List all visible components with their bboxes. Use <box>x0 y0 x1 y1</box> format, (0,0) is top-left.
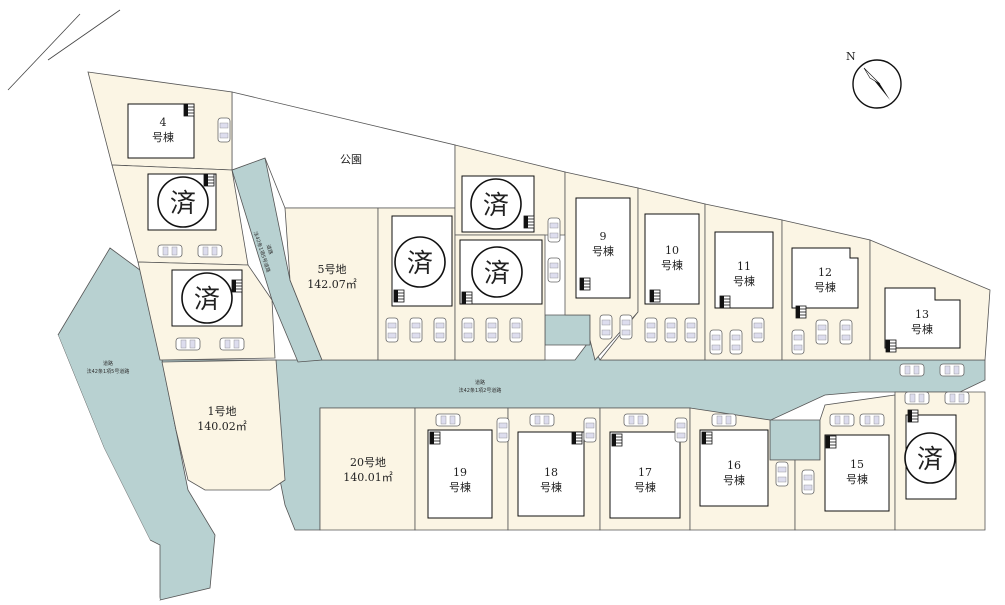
field-west <box>0 335 160 605</box>
lot-5[interactable] <box>284 207 379 361</box>
sold-marks: 済 済 済 済 済 済 <box>157 176 956 484</box>
lot-19-suffix: 号棟 <box>449 480 471 494</box>
lot-10-number: 10 <box>665 244 679 257</box>
road-main-sublabel: 法42条1項2号道路 <box>459 387 502 394</box>
svg-text:済: 済 <box>917 445 943 475</box>
road-lower-stub <box>769 419 821 461</box>
lot-18-number: 18 <box>544 466 558 479</box>
house-18 <box>517 431 585 517</box>
lot-17-suffix: 号棟 <box>634 480 656 494</box>
lot-12-suffix: 号棟 <box>814 280 836 294</box>
house-4 <box>127 103 195 159</box>
lot-4-suffix: 号棟 <box>152 130 174 144</box>
lot-18-suffix: 号棟 <box>540 480 562 494</box>
sold-lot-3: 済 <box>181 272 233 324</box>
lot-19-number: 19 <box>453 466 467 479</box>
lot-5-number: 5号地 <box>318 263 347 276</box>
house-13 <box>884 287 961 349</box>
svg-text:済: 済 <box>483 191 509 221</box>
lot-9-suffix: 号棟 <box>592 244 614 258</box>
lot-labels: 4 号棟 5号地 142.07㎡ 9 号棟 10 号棟 11 号棟 12 号棟 … <box>152 116 933 494</box>
lot-1-area: 140.02㎡ <box>197 420 247 433</box>
sold-lot-7: 済 <box>470 178 522 230</box>
road-west-label: 道路 <box>103 360 113 367</box>
lot-15-suffix: 号棟 <box>846 472 868 486</box>
lot-13-suffix: 号棟 <box>911 322 933 336</box>
road-main-label: 道路 <box>475 379 485 386</box>
house-12 <box>791 247 859 309</box>
lot-12-number: 12 <box>818 266 832 279</box>
sold-lot-2: 済 <box>157 176 209 228</box>
sold-lot-6: 済 <box>394 236 446 288</box>
road-west-sublabel: 法42条1項5号道路 <box>87 368 130 375</box>
lot-16-number: 16 <box>727 459 741 472</box>
svg-text:済: 済 <box>194 285 220 315</box>
lot-11-number: 11 <box>737 260 751 273</box>
house-footprints <box>127 103 961 519</box>
lot-20-number: 20号地 <box>350 456 386 469</box>
road-diagonal-label: 道路 <box>265 244 275 256</box>
north-compass: N <box>846 50 902 109</box>
sold-lot-8: 済 <box>471 246 523 298</box>
lot-16-suffix: 号棟 <box>723 473 745 487</box>
lot-9-number: 9 <box>600 230 607 243</box>
sold-lot-14: 済 <box>904 432 956 484</box>
lot-11-suffix: 号棟 <box>733 274 755 288</box>
lot-15-number: 15 <box>850 458 864 471</box>
house-11 <box>714 231 774 309</box>
svg-text:済: 済 <box>170 189 196 219</box>
survey-line <box>7 9 121 91</box>
svg-text:済: 済 <box>484 259 510 289</box>
lot-1[interactable] <box>161 359 286 491</box>
lot-4-number: 4 <box>160 116 167 129</box>
park-label: 公園 <box>340 153 362 166</box>
road-stub <box>544 314 591 346</box>
lot-1-number: 1号地 <box>208 405 237 418</box>
lot-5-area: 142.07㎡ <box>307 278 357 291</box>
lot-20[interactable] <box>319 407 416 531</box>
compass-label: N <box>846 50 856 63</box>
lot-10-suffix: 号棟 <box>661 258 683 272</box>
lot-17-number: 17 <box>638 466 652 479</box>
lot-20-area: 140.01㎡ <box>343 471 393 484</box>
svg-text:済: 済 <box>407 249 433 279</box>
lot-13-number: 13 <box>915 308 929 321</box>
house-19 <box>427 429 493 519</box>
house-10 <box>644 213 700 305</box>
